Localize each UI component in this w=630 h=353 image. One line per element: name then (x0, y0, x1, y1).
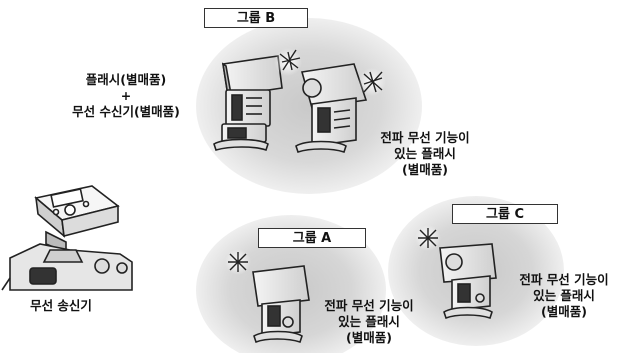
flash-burst-icon (225, 249, 251, 275)
flash-with-receiver-label: 플래시(별매품) + 무선 수신기(별매품) (46, 72, 206, 120)
camera-icon (1, 243, 133, 291)
radio-flash-c-line3: (별매품) (541, 304, 587, 319)
flash-with-receiver-line1: 플래시(별매품) (85, 72, 167, 87)
flash-burst-icon (358, 68, 386, 96)
group-a-label: 그룹 A (258, 228, 366, 248)
flash-burst-icon (415, 225, 441, 251)
flash-with-receiver-line2: + (120, 88, 132, 103)
radio-flash-icon-group-c (439, 243, 497, 320)
radio-flash-icon-group-b (295, 63, 368, 154)
flash-with-receiver-icon (213, 55, 283, 152)
radio-flash-label-group-b: 전파 무선 기능이 있는 플래시 (별매품) (360, 130, 490, 178)
radio-flash-icon-group-a (252, 265, 310, 344)
radio-flash-b-line2: 있는 플래시 (394, 146, 456, 161)
radio-flash-c-line2: 있는 플래시 (533, 288, 595, 303)
wireless-transmitter-icon (34, 185, 120, 254)
flash-burst-icon (274, 48, 302, 76)
radio-flash-b-line3: (별매품) (402, 162, 448, 177)
flash-with-receiver-line3: 무선 수신기(별매품) (72, 104, 180, 119)
radio-flash-label-group-c: 전파 무선 기능이 있는 플래시 (별매품) (500, 272, 628, 320)
radio-flash-a-line1: 전파 무선 기능이 (324, 298, 414, 313)
radio-flash-b-line1: 전파 무선 기능이 (380, 130, 470, 145)
radio-flash-a-line2: 있는 플래시 (338, 314, 400, 329)
radio-flash-a-line3: (별매품) (346, 330, 392, 345)
radio-flash-label-group-a: 전파 무선 기능이 있는 플래시 (별매품) (304, 298, 434, 346)
radio-flash-c-line1: 전파 무선 기능이 (519, 272, 609, 287)
transmitter-label: 무선 송신기 (30, 298, 92, 313)
group-b-label: 그룹 B (204, 8, 308, 28)
group-c-label: 그룹 C (452, 204, 558, 224)
